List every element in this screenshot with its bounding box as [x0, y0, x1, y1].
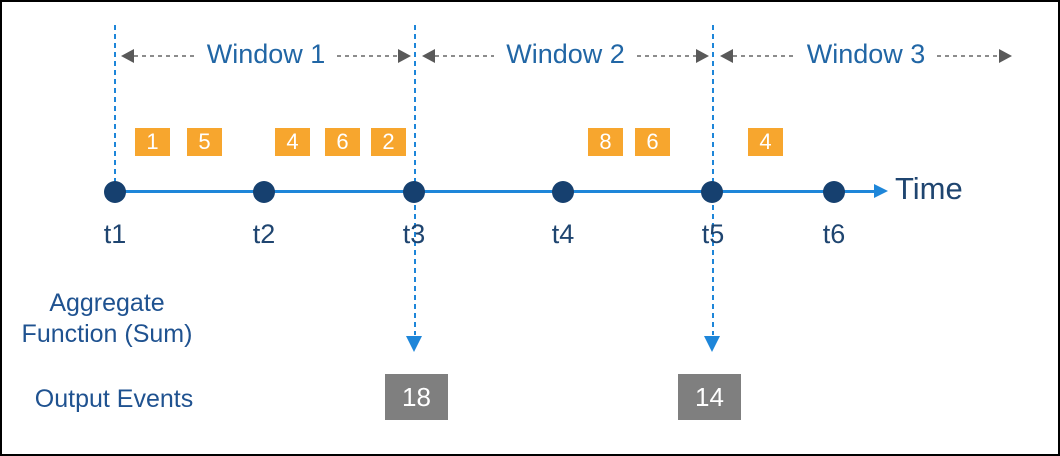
- timeline-dot-t5: [701, 181, 723, 203]
- timeline-dot-t6: [823, 181, 845, 203]
- event-box: 4: [275, 128, 310, 156]
- window-2-label: Window 2: [506, 38, 625, 69]
- event-box: 6: [325, 128, 360, 156]
- dashed-line: [134, 55, 195, 57]
- arrow-left-icon: [422, 49, 435, 63]
- event-box: 2: [371, 128, 406, 156]
- event-box: 4: [748, 128, 783, 156]
- aggregate-label-line2: Function (Sum): [21, 320, 193, 349]
- tick-label-t5: t5: [701, 219, 725, 249]
- timeline-dot-t3: [403, 181, 425, 203]
- window-2-span: Window 2: [422, 40, 710, 67]
- event-box: 5: [187, 128, 222, 156]
- event-box: 6: [635, 128, 670, 156]
- tick-label-t6: t6: [822, 219, 846, 249]
- arrow-left-icon: [720, 49, 733, 63]
- timeline-dot-t1: [104, 181, 126, 203]
- window-boundary-line-t5: [712, 25, 714, 335]
- tick-label-t4: t4: [551, 219, 575, 249]
- output-arrowhead-icon: [704, 336, 720, 352]
- window-boundary-line-t3: [414, 25, 416, 335]
- output-arrowhead-icon: [406, 336, 422, 352]
- aggregate-label-line1: Aggregate: [49, 289, 165, 317]
- tick-label-t3: t3: [402, 219, 426, 249]
- window-1-span: Window 1: [121, 40, 412, 67]
- window-boundary-line-t1: [114, 25, 116, 183]
- event-box: 8: [588, 128, 623, 156]
- arrow-left-icon: [121, 49, 134, 63]
- window-3-span: Window 3: [720, 40, 1013, 67]
- tick-label-t1: t1: [103, 219, 127, 249]
- window-1-label: Window 1: [206, 38, 326, 69]
- arrow-right-icon: [696, 49, 710, 63]
- arrow-right-icon: [999, 49, 1013, 63]
- timeline-arrowhead-icon: [874, 184, 888, 198]
- tick-label-t2: t2: [252, 219, 276, 249]
- time-axis-label: Time: [895, 171, 963, 206]
- output-events-label: Output Events: [34, 385, 194, 413]
- dashed-line: [435, 55, 495, 57]
- output-value-box: 18: [385, 374, 448, 420]
- arrow-right-icon: [398, 49, 412, 63]
- window-3-label: Window 3: [806, 38, 926, 69]
- event-box: 1: [135, 128, 170, 156]
- dashed-line: [733, 55, 795, 57]
- timeline-dot-t2: [253, 181, 275, 203]
- dashed-line: [337, 55, 399, 57]
- aggregate-function-label: Aggregate Function (Sum): [16, 288, 198, 351]
- dashed-line: [636, 55, 697, 57]
- timeline-dot-t4: [552, 181, 574, 203]
- timeline-axis: [115, 190, 875, 193]
- output-value-box: 14: [678, 374, 741, 420]
- dashed-line: [937, 55, 1000, 57]
